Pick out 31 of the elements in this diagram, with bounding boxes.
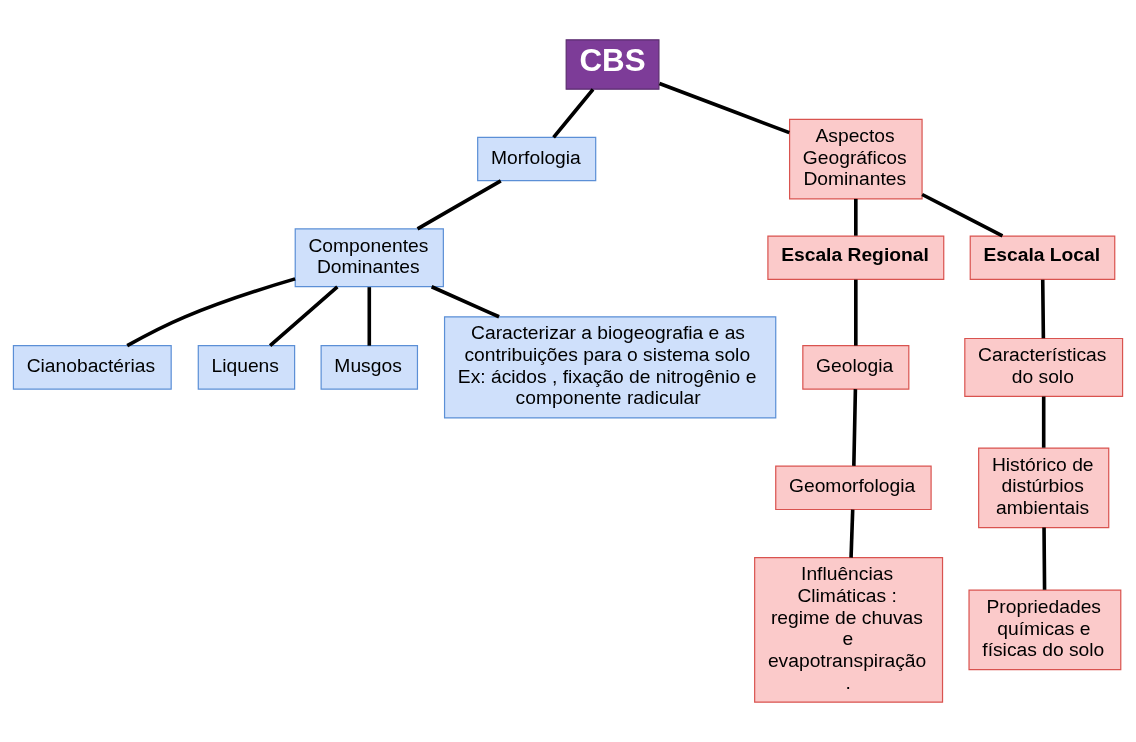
node-box: Caracterizar a biogeografia e as contribuições para o sistema solo Ex: ácidos , fixação de nitrogênio e componente radicular: [443, 316, 777, 419]
connector: [1042, 527, 1047, 590]
connector: [268, 285, 339, 347]
node-box: Geomorfologia: [775, 465, 932, 511]
connector: [430, 285, 500, 319]
connector: [126, 277, 296, 348]
connector: [1041, 396, 1046, 448]
node-box: Geologia: [802, 345, 910, 390]
node-box: Escala Regional: [767, 235, 945, 281]
connector: [367, 287, 372, 346]
connector: [552, 88, 595, 139]
connector: [854, 198, 858, 236]
node-box: Musgos: [320, 345, 419, 390]
node-box: Propriedades químicas e físicas do solo: [968, 589, 1122, 671]
connector: [1040, 279, 1046, 339]
node-box: Morfologia: [477, 136, 597, 182]
connector: [416, 179, 502, 231]
node-box: Cianobactérias: [12, 345, 172, 390]
node-box: CBS: [565, 39, 660, 90]
connector: [852, 389, 858, 466]
connector: [921, 192, 1004, 238]
node-box: Aspectos Geográficos Dominantes: [789, 118, 923, 200]
node-box: Liquens: [197, 345, 296, 390]
node-box: Características do solo: [964, 337, 1124, 397]
node-box: Influências Climáticas : regime de chuvas e evapotranspiração .: [754, 557, 944, 703]
node-box: Histórico de distúrbios ambientais: [978, 447, 1110, 529]
node-box: Componentes Dominantes: [294, 228, 444, 288]
connector: [854, 279, 858, 346]
connector: [658, 81, 790, 135]
node-box: Escala Local: [969, 235, 1116, 281]
connector: [849, 509, 855, 558]
